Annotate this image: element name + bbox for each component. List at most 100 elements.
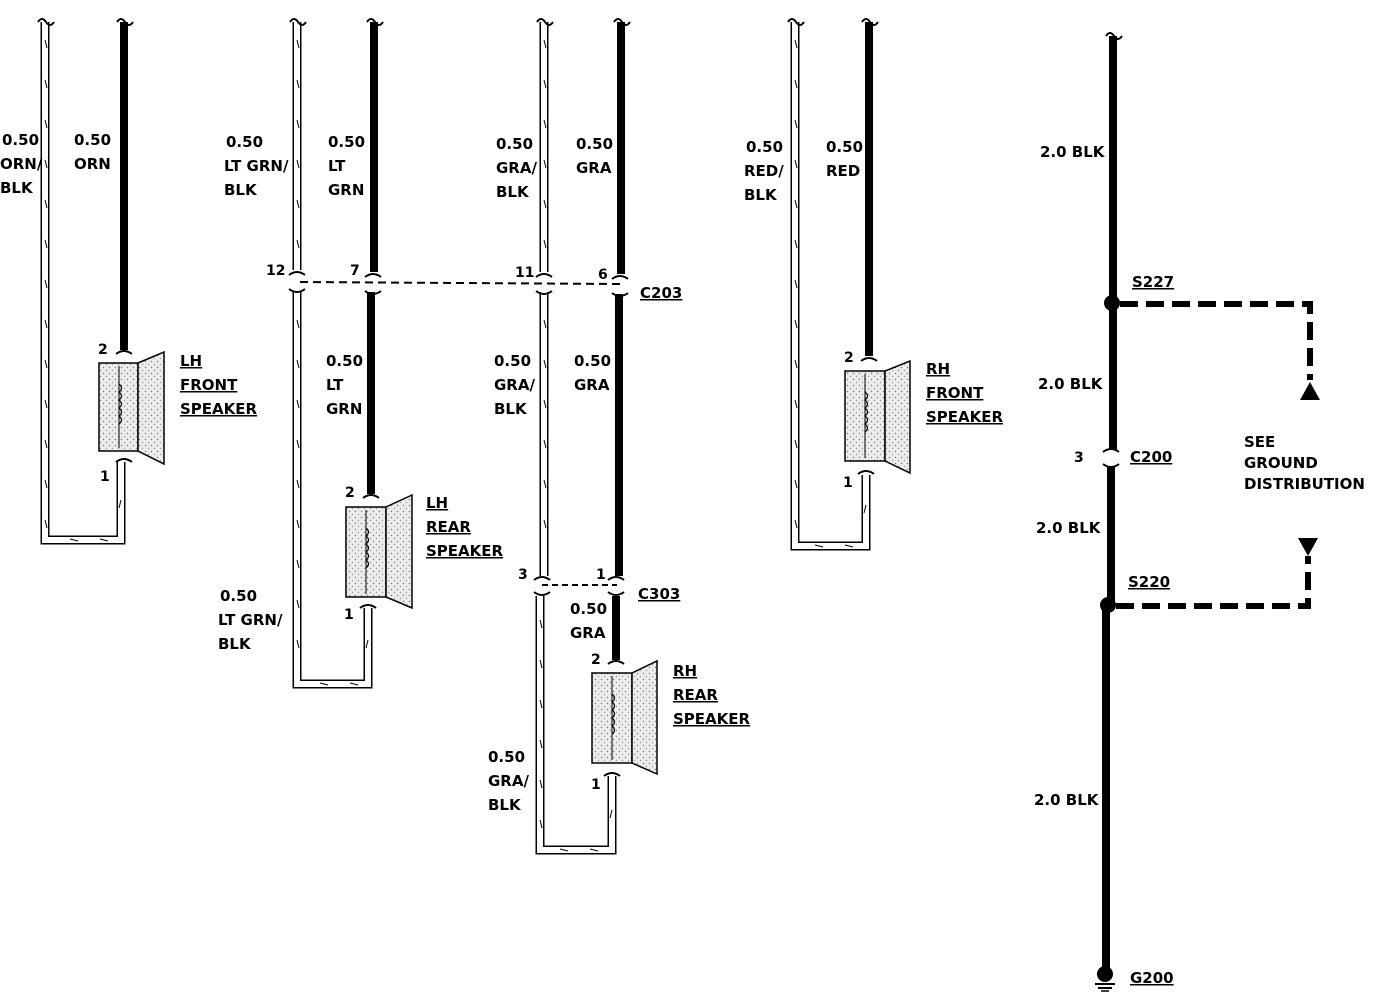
lr-neg-lower-color-2: BLK (218, 635, 252, 653)
connector-c303: 3 1 C303 (518, 567, 680, 603)
splice-s220: S220 (1100, 538, 1318, 613)
rr-pos-mid-color: GRA (574, 376, 610, 394)
lr-positive-wire (366, 18, 384, 494)
rr-speaker-icon (591, 659, 658, 777)
g200-label: G200 (1130, 969, 1174, 987)
rh-rear-speaker-circuit: 0.50 GRA/ BLK 0.50 GRA 0.50 GRA/ BLK 0.5… (488, 18, 751, 855)
s227-label: S227 (1132, 273, 1174, 291)
lr-pos-lower-color: LT (326, 376, 344, 394)
rr-neg-upper-color-2: BLK (496, 183, 530, 201)
lf-speaker-label-1: LH (180, 352, 202, 370)
rr-neg-lower-gauge: 0.50 (488, 748, 525, 766)
rf-speaker-label-1: RH (926, 360, 950, 378)
lf-pos-gauge: 0.50 (74, 131, 111, 149)
rr-neg-lower-color-2: BLK (488, 796, 522, 814)
c203-pin-6: 6 (598, 267, 608, 283)
rr-neg-lower-color: GRA/ (488, 772, 529, 790)
rr-pos-mid-gauge: 0.50 (574, 352, 611, 370)
connector-c200: 3 C200 (1074, 448, 1172, 468)
rh-front-speaker-circuit: 0.50 RED/ BLK 0.50 RED 2 1 RH FRONT SPEA… (744, 18, 1004, 551)
rf-speaker-label-3: SPEAKER (926, 408, 1004, 426)
c303-pin-3: 3 (518, 567, 528, 583)
rf-neg-color: RED/ (744, 162, 784, 180)
c203-pin-12: 12 (266, 263, 285, 279)
rr-neg-mid-gauge: 0.50 (494, 352, 531, 370)
lf-speaker-icon (98, 350, 165, 466)
rf-negative-wire (787, 18, 871, 551)
rr-neg-mid-color: GRA/ (494, 376, 535, 394)
c203-label: C203 (640, 284, 682, 302)
lh-rear-speaker-circuit: 0.50 LT GRN/ BLK 0.50 LT GRN 0.50 LT GRN… (218, 18, 504, 689)
rr-neg-upper-color: GRA/ (496, 159, 537, 177)
lr-pos-lower-color-2: GRN (326, 400, 362, 418)
rr-pos-upper-gauge: 0.50 (576, 135, 613, 153)
gnd-wire-2-label: 2.0 BLK (1038, 375, 1104, 393)
rr-pos-lower-gauge: 0.50 (570, 600, 607, 618)
c203-pin-7: 7 (350, 263, 360, 279)
c303-pin-1: 1 (596, 567, 606, 583)
gnd-wire-3-label: 2.0 BLK (1036, 519, 1102, 537)
c303-label: C303 (638, 585, 680, 603)
rr-negative-wire (535, 18, 617, 855)
rf-neg-color-2: BLK (744, 186, 778, 204)
s220-label: S220 (1128, 573, 1170, 591)
rr-neg-upper-gauge: 0.50 (496, 135, 533, 153)
rr-neg-mid-color-2: BLK (494, 400, 528, 418)
rr-pin-1: 1 (591, 777, 601, 793)
lf-negative-wire (37, 18, 126, 545)
ground-note-2: GROUND (1244, 454, 1318, 472)
ground-circuit: 3 C200 S227 S220 2.0 BLK 2.0 BLK 2.0 BLK… (1034, 32, 1365, 992)
lf-pin-2: 2 (98, 342, 108, 358)
arrow-up-icon (1300, 382, 1320, 400)
rr-pin-2: 2 (591, 652, 601, 668)
lr-pos-upper-color-2: GRN (328, 181, 364, 199)
rr-speaker-label-2: REAR (673, 686, 718, 704)
lr-speaker-label-3: SPEAKER (426, 542, 504, 560)
c200-pin-3: 3 (1074, 450, 1084, 466)
rf-neg-gauge: 0.50 (746, 138, 783, 156)
lf-neg-color: ORN/ (0, 155, 43, 173)
arrow-down-icon (1298, 538, 1318, 556)
splice-s227: S227 (1104, 273, 1320, 400)
lr-speaker-icon (345, 493, 413, 610)
lf-pos-color: ORN (74, 155, 111, 173)
gnd-wire-1-label: 2.0 BLK (1040, 143, 1106, 161)
lf-speaker-label-3: SPEAKER (180, 400, 258, 418)
lr-neg-upper-gauge: 0.50 (226, 133, 263, 151)
c200-label: C200 (1130, 448, 1172, 466)
lr-pin-1: 1 (344, 607, 354, 623)
lr-neg-lower-gauge: 0.50 (220, 587, 257, 605)
rr-speaker-label-1: RH (673, 662, 697, 680)
rf-speaker-icon (844, 357, 911, 475)
rf-pos-gauge: 0.50 (826, 138, 863, 156)
ground-note-3: DISTRIBUTION (1244, 475, 1365, 493)
rf-speaker-label-2: FRONT (926, 384, 984, 402)
lr-speaker-label-2: REAR (426, 518, 471, 536)
lf-speaker-label-2: FRONT (180, 376, 238, 394)
ground-symbol-icon (1095, 966, 1115, 992)
lr-pos-lower-gauge: 0.50 (326, 352, 363, 370)
connector-c203: 12 7 11 6 C203 (266, 263, 682, 302)
rf-positive-wire (861, 18, 879, 356)
lr-negative-wire (289, 18, 373, 689)
rf-pin-1: 1 (843, 475, 853, 491)
rf-pin-2: 2 (844, 350, 854, 366)
rr-pos-lower-color: GRA (570, 624, 606, 642)
lf-positive-wire (116, 18, 134, 350)
rr-speaker-label-3: SPEAKER (673, 710, 751, 728)
ground-note-1: SEE (1244, 433, 1275, 451)
gnd-wire-4-label: 2.0 BLK (1034, 791, 1100, 809)
rr-pos-upper-color: GRA (576, 159, 612, 177)
lh-front-speaker-circuit: 0.50 ORN/ BLK 0.50 ORN 2 1 LH FRONT SPEA… (0, 18, 258, 545)
lr-neg-upper-color: LT GRN/ (224, 157, 289, 175)
lr-pos-upper-color: LT (328, 157, 346, 175)
lf-neg-color-2: BLK (0, 179, 34, 197)
lr-neg-lower-color: LT GRN/ (218, 611, 283, 629)
lr-speaker-label-1: LH (426, 494, 448, 512)
lr-pin-2: 2 (345, 485, 355, 501)
lr-neg-upper-color-2: BLK (224, 181, 258, 199)
c203-pin-11: 11 (515, 265, 534, 281)
lr-pos-upper-gauge: 0.50 (328, 133, 365, 151)
lf-neg-gauge: 0.50 (2, 131, 39, 149)
